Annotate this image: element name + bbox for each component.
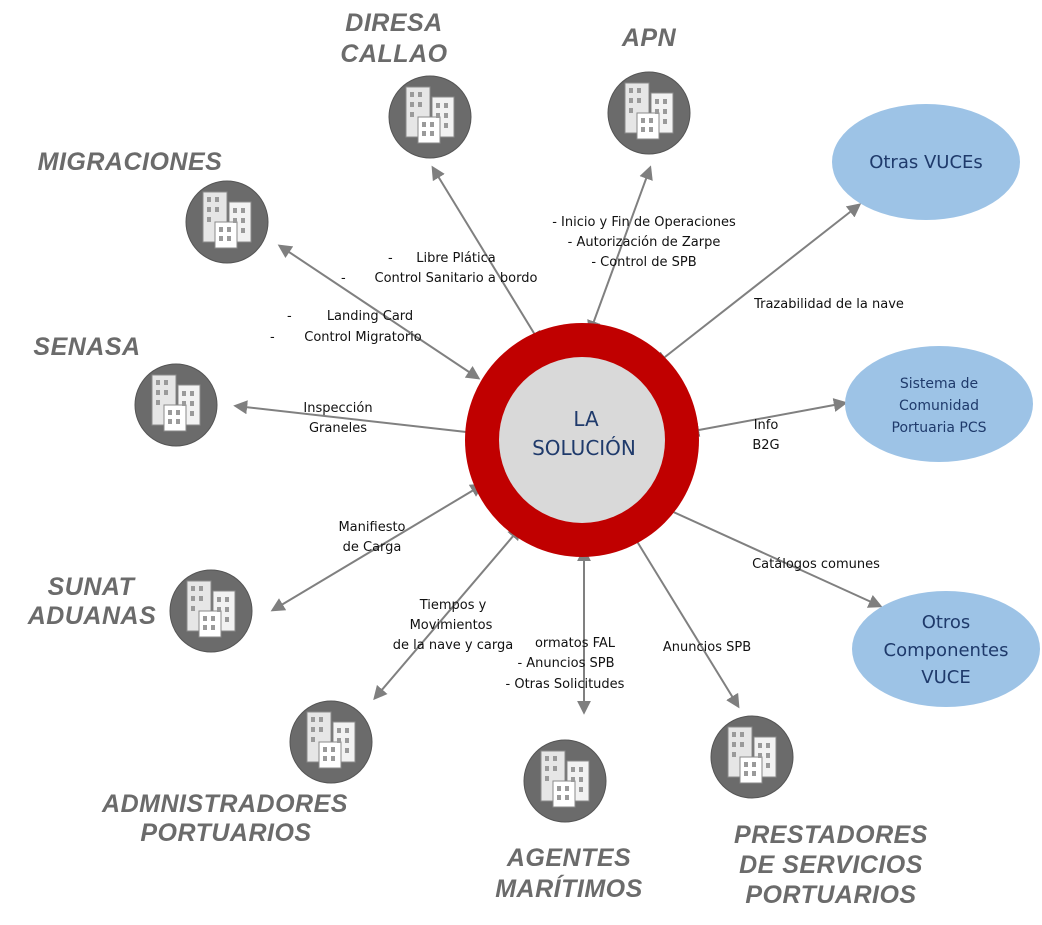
arrow-pcs xyxy=(685,398,848,437)
agentes-node xyxy=(523,739,607,823)
flow-agentes-line2: - Anuncios SPB xyxy=(517,656,614,671)
arrow-vuces xyxy=(653,203,862,366)
arrow-prestadores xyxy=(628,527,740,709)
oval-pcs-line2: Comunidad xyxy=(899,398,979,414)
senasa-node xyxy=(134,363,218,447)
flow-prestadores-line1: Anuncios SPB xyxy=(663,640,751,655)
flow-senasa-line2: Graneles xyxy=(309,421,367,436)
prestadores-node xyxy=(710,715,794,799)
diresa-node xyxy=(388,75,472,159)
building-icon xyxy=(710,715,794,799)
oval-pcs-line3: Portuaria PCS xyxy=(892,420,987,436)
oval-pcs: Sistema de Comunidad Portuaria PCS xyxy=(845,346,1033,462)
flow-administradores-line1: Tiempos y xyxy=(419,598,487,613)
flow-apn-line2: - Autorización de Zarpe xyxy=(568,235,721,250)
arrow-apn xyxy=(587,165,653,335)
flow-diresa-dash1: - xyxy=(388,251,393,266)
flow-diresa-dash2: - xyxy=(341,271,346,286)
flow-diresa-line1: Libre Plática xyxy=(416,251,496,266)
title-sunat-line2: ADUANAS xyxy=(27,602,157,630)
arrow-componentes xyxy=(655,503,883,608)
oval-pcs-line1: Sistema de xyxy=(900,376,978,392)
flow-agentes-line1: ormatos FAL xyxy=(535,636,616,651)
building-icon xyxy=(134,363,218,447)
title-sunat-line1: SUNAT xyxy=(48,573,137,601)
title-apn: APN xyxy=(621,24,677,52)
center-label-line1: LA xyxy=(573,407,599,431)
flow-migraciones-line1: Landing Card xyxy=(327,309,413,324)
title-senasa: SENASA xyxy=(33,333,140,361)
center-label-line2: SOLUCIÓN xyxy=(532,436,636,460)
arrow-administradores xyxy=(373,525,522,701)
flow-pcs-line2: B2G xyxy=(752,438,779,453)
flow-diresa-line2: Control Sanitario a bordo xyxy=(375,271,538,286)
title-administradores-line2: PORTUARIOS xyxy=(140,819,311,847)
title-administradores-line1: ADMNISTRADORES xyxy=(101,790,348,818)
migraciones-node xyxy=(185,180,269,264)
flow-apn-line1: - Inicio y Fin de Operaciones xyxy=(552,215,736,230)
oval-componentes-line3: VUCE xyxy=(921,667,970,688)
oval-componentes: Otros Componentes VUCE xyxy=(852,591,1040,707)
flow-componentes-line1: Catálogos comunes xyxy=(752,557,880,572)
flow-vuces-line1: Trazabilidad de la nave xyxy=(753,297,904,312)
title-agentes-line1: AGENTES xyxy=(506,844,631,872)
oval-componentes-line1: Otros xyxy=(922,612,971,633)
flow-migraciones-dash2: - xyxy=(270,330,275,345)
building-icon xyxy=(169,569,253,653)
oval-componentes-line2: Componentes xyxy=(884,640,1009,661)
title-prestadores-line2: DE SERVICIOS xyxy=(739,851,923,879)
title-diresa-line2: CALLAO xyxy=(340,40,447,68)
oval-otras-vuces-label: Otras VUCEs xyxy=(869,152,983,173)
center-node: LA SOLUCIÓN xyxy=(465,323,699,557)
flow-migraciones-line2: Control Migratorio xyxy=(304,330,422,345)
flow-pcs-line1: Info xyxy=(754,418,779,433)
title-agentes-line2: MARÍTIMOS xyxy=(495,874,643,903)
administradores-node xyxy=(289,700,373,784)
arrow-migraciones xyxy=(277,244,481,380)
flow-migraciones-dash1: - xyxy=(287,309,292,324)
building-icon xyxy=(185,180,269,264)
building-icon xyxy=(523,739,607,823)
flow-administradores-line3: de la nave y carga xyxy=(393,638,513,653)
flow-agentes-line3: - Otras Solicitudes xyxy=(506,677,625,692)
arrows xyxy=(233,165,883,715)
flow-sunat-line1: Manifiesto xyxy=(338,520,405,535)
flow-labels: - Libre Plática - Control Sanitario a bo… xyxy=(270,215,904,692)
flow-sunat-line2: de Carga xyxy=(343,540,402,555)
title-diresa-line1: DIRESA xyxy=(345,9,442,37)
arrow-diresa xyxy=(431,165,542,346)
building-icon xyxy=(388,75,472,159)
flow-apn-line3: - Control de SPB xyxy=(591,255,696,270)
title-prestadores-line3: PORTUARIOS xyxy=(745,881,916,909)
title-migraciones: MIGRACIONES xyxy=(38,148,223,176)
oval-otras-vuces: Otras VUCEs xyxy=(832,104,1020,220)
flow-administradores-line2: Movimientos xyxy=(410,618,493,633)
building-icon xyxy=(289,700,373,784)
arrow-senasa xyxy=(233,400,487,440)
center-core xyxy=(499,357,665,523)
title-prestadores-line1: PRESTADORES xyxy=(734,821,928,849)
apn-node xyxy=(607,71,691,155)
flow-senasa-line1: Inspección xyxy=(303,401,372,416)
sunat-node xyxy=(169,569,253,653)
building-icon xyxy=(607,71,691,155)
